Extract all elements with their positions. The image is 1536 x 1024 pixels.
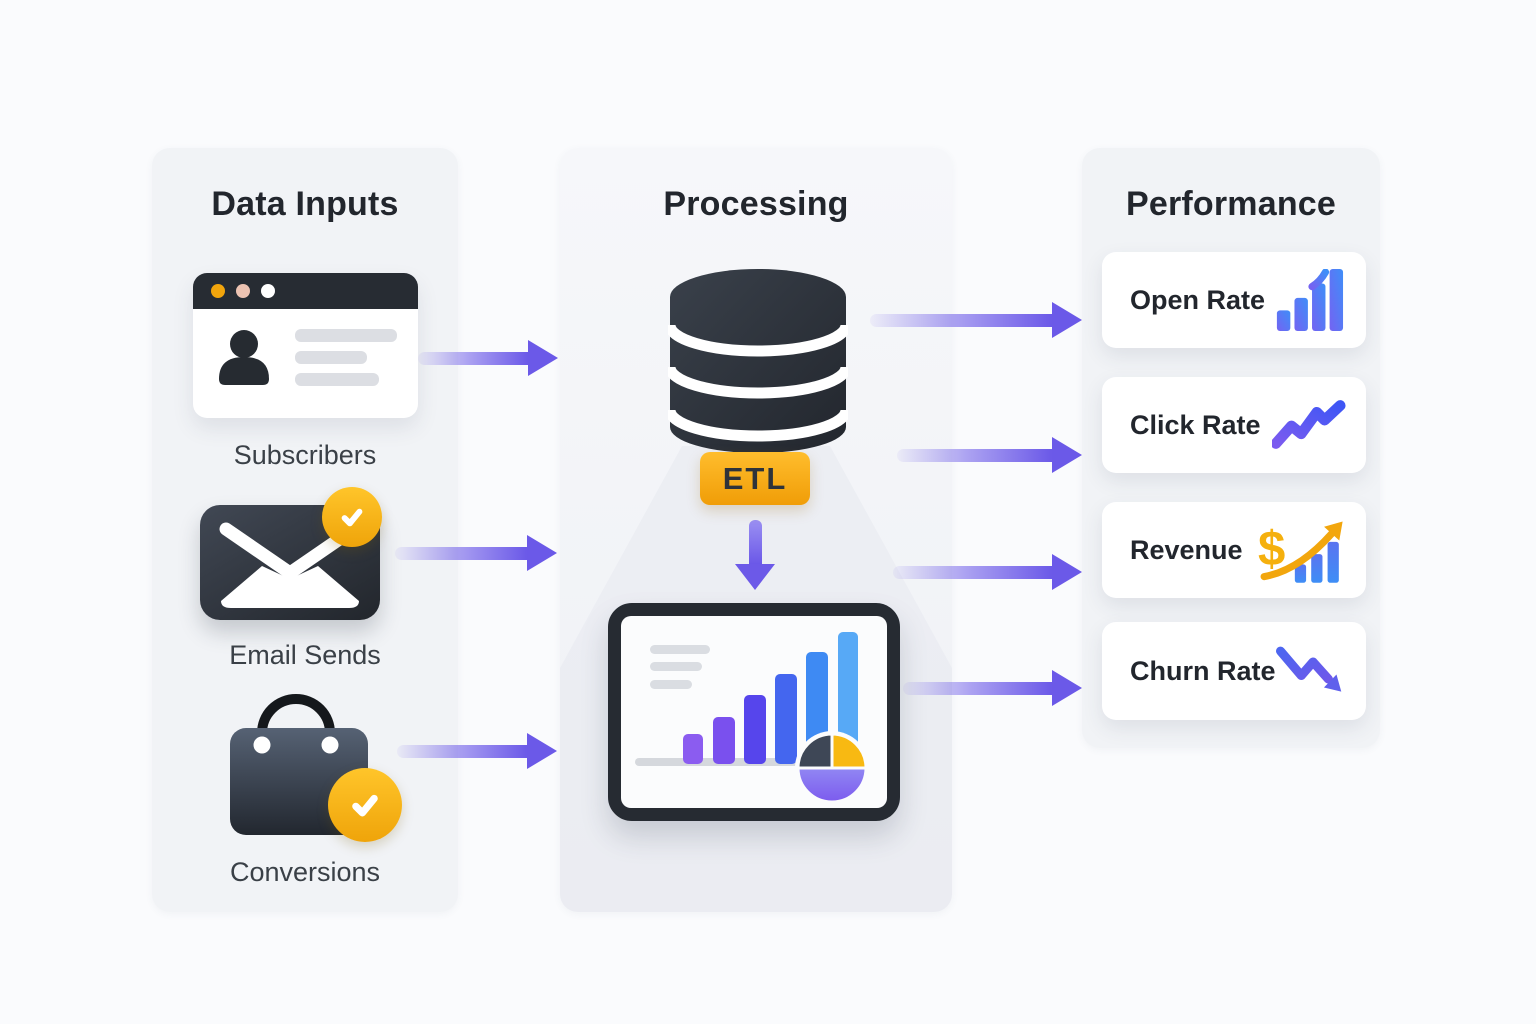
- window-dot-yellow-icon: [211, 284, 225, 298]
- metric-card-churn-rate: Churn Rate: [1102, 622, 1366, 720]
- open-rate-label: Open Rate: [1130, 284, 1266, 315]
- flow-arrow-processing-to-revenue: [893, 554, 1082, 590]
- metric-card-revenue: Revenue $: [1102, 502, 1366, 598]
- processing-title: Processing: [663, 185, 849, 223]
- window-dot-pink-icon: [236, 284, 250, 298]
- profile-text-lines: [295, 328, 402, 386]
- check-badge-icon: [328, 768, 402, 842]
- processing-panel: Processing ETL: [560, 148, 952, 912]
- flow-arrow-processing-to-click-rate: [897, 437, 1082, 473]
- flow-arrow-down: [735, 520, 775, 590]
- envelope-check-icon: [200, 487, 382, 620]
- database-icon: [668, 269, 848, 453]
- data-inputs-title: Data Inputs: [211, 185, 399, 223]
- pie-chart-icon: [795, 731, 869, 805]
- flow-arrow-processing-to-churn-rate: [903, 670, 1082, 706]
- flow-arrow-subscribers-to-processing: [418, 340, 558, 376]
- flow-arrow-email-to-processing: [395, 535, 557, 571]
- browser-profile-icon: [193, 273, 418, 418]
- line-chart-rising-icon: [1272, 400, 1346, 449]
- email-sends-label: Email Sends: [229, 640, 381, 670]
- subscribers-label: Subscribers: [233, 440, 377, 470]
- person-icon: [219, 330, 269, 385]
- window-dot-white-icon: [261, 284, 275, 298]
- trend-down-arrow-icon: [1275, 646, 1341, 692]
- etl-badge: ETL: [700, 452, 810, 505]
- check-badge-icon: [322, 487, 382, 547]
- metric-card-click-rate: Click Rate: [1102, 377, 1366, 473]
- dashboard-tablet-icon: [608, 603, 900, 821]
- dollar-growth-icon: $: [1258, 521, 1343, 583]
- churn-rate-label: Churn Rate: [1130, 655, 1276, 686]
- browser-titlebar: [193, 273, 418, 309]
- revenue-label: Revenue: [1130, 534, 1243, 565]
- dollar-glyph: $: [1258, 522, 1285, 576]
- conversions-label: Conversions: [229, 857, 381, 887]
- click-rate-label: Click Rate: [1130, 409, 1261, 440]
- flow-arrow-processing-to-open-rate: [870, 302, 1082, 338]
- data-inputs-panel: Data Inputs Subscribers: [152, 148, 458, 912]
- metric-card-open-rate: Open Rate: [1102, 252, 1366, 348]
- flow-arrow-conversions-to-processing: [397, 733, 557, 769]
- mini-dashboard-chart: [635, 632, 869, 805]
- shopping-bag-check-icon: [228, 693, 402, 843]
- envelope-icon: [219, 522, 361, 608]
- performance-title: Performance: [1125, 185, 1337, 223]
- performance-panel: Performance Open Rate Click Rate: [1082, 148, 1380, 748]
- bar-chart-rising-icon: [1276, 269, 1344, 331]
